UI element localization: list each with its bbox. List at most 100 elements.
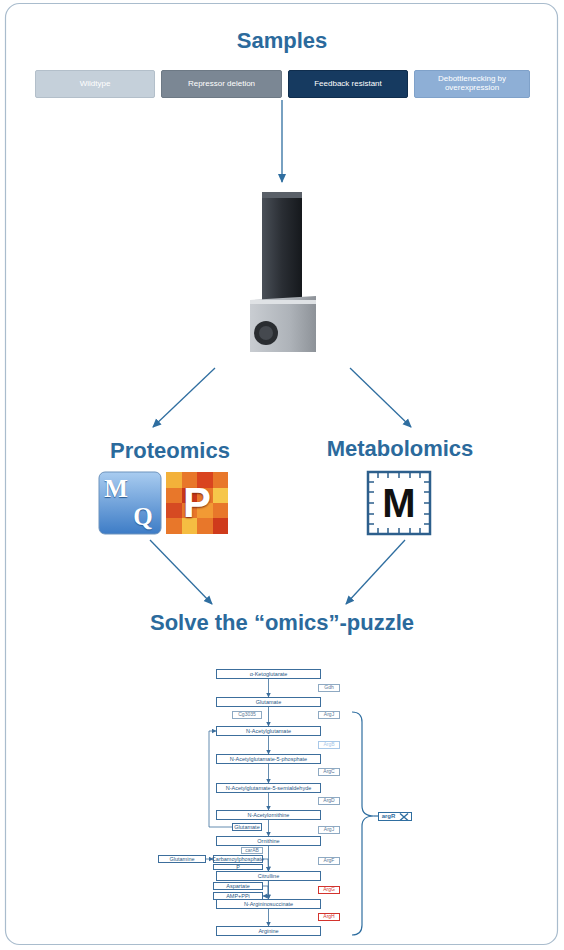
icon-letter: P [166,472,228,534]
regulation-brace [352,712,374,935]
node-text: Glutamate [234,824,259,830]
node-text: carAB [245,848,259,854]
icon-tile [368,472,430,534]
outer-frame [6,4,558,945]
maxquant-icon [99,472,161,534]
node-text: ArgD [323,798,334,804]
perseus-icon [166,472,228,534]
instrument-top [262,192,302,198]
heatmap-cell [213,518,228,534]
metabolite-box: Arginine [216,926,321,936]
pathway-arrow [263,881,268,896]
deletion-cross [400,814,408,821]
icon-ticks [368,472,430,534]
node-text: ArgF [324,858,335,864]
metabolite-box: P [213,864,263,870]
metabolite-box: Glutamate [216,697,321,707]
pathway-arrow [263,886,268,899]
enzyme-box: Cg3035 [232,711,262,719]
node-text: Debottlenecking by overexpression [419,75,525,93]
sample-box: Debottlenecking by overexpression [414,70,530,98]
pathway-arrow [209,731,232,827]
node-text: Glutamine [169,856,194,862]
node-text: ArgH [323,914,334,920]
enzyme-box-overexpressed: ArgH [318,913,340,921]
section-title: Metabolomics [300,434,500,464]
node-text: ArgJ [324,712,334,718]
flow-arrow [150,540,212,604]
node-text: Glutamate [256,699,281,705]
node-text: α-Ketoglutarate [250,671,288,677]
pathway-arrow [263,859,268,871]
flow-arrow [281,100,282,182]
pathway-arrow [268,707,269,726]
node-text: N-Argininosuccinate [244,901,293,907]
node-text: argR [382,813,396,820]
enzyme-box: ArgJ [318,711,340,719]
enzyme-box: ArgF [318,857,340,865]
section-title: Solve the “omics”-puzzle [0,607,564,639]
node-text: Ornithine [257,838,279,844]
node-text: Cg3035 [238,712,256,718]
metabolomics-icon [368,472,430,534]
icon-tile [166,472,228,534]
node-text: ArgC [323,769,334,775]
metabolite-box: N-Argininosuccinate [216,899,321,909]
flow-arrow [153,368,215,427]
node-text: Wildtype [80,80,111,89]
instrument-column [262,192,302,304]
enzyme-box: ArgJ [318,826,340,834]
heatmap-cell [166,503,182,518]
metabolite-box: N-Acetylglutamate-5-phosphate [216,754,321,764]
pathway-arrow [268,881,269,899]
node-text: ArgB [323,742,334,748]
metabolite-box: Glutamine [158,855,206,863]
flow-arrow [346,540,405,604]
pathway-arrow [268,793,269,810]
enzyme-box: ArgC [318,768,340,776]
metabolite-box: α-Ketoglutarate [216,669,321,679]
node-text: Citrulline [258,873,279,879]
node-text: Arginine [258,928,278,934]
metabolite-box: N-Acetylglutamate [216,726,321,736]
node-text: Feedback resistant [314,80,382,89]
section-title: Proteomics [70,436,270,466]
pathway-arrow [268,679,269,697]
heatmap-cell [213,488,228,503]
pathway-arrow [206,859,213,860]
node-text: P [236,864,240,870]
node-text: ArgJ [324,827,334,833]
icon-letter: M [101,474,131,504]
sample-box: Repressor deletion [161,70,282,98]
icon-letter: Q [128,502,158,532]
pathway-arrow [268,736,269,754]
heatmap-cell [166,472,182,488]
instrument-edge [250,300,316,304]
sample-box: Wildtype [35,70,155,98]
enzyme-box: carAB [241,847,263,854]
node-text: Aspartate [226,883,250,889]
instrument-source [254,321,278,345]
metabolite-box: Ornithine [216,836,321,846]
node-text: Gdh [324,685,333,691]
enzyme-box-overexpressed: ArgG [318,886,340,894]
enzyme-box: ArgD [318,797,340,805]
node-text: N-Acetylglutamate-5-phosphate [230,756,307,762]
enzyme-box-feedback-resistant: ArgB [318,741,340,749]
node-text: Carbamoylphosphate [212,856,264,862]
pathway-arrow [268,820,269,836]
instrument-base [250,296,316,352]
section-title: Samples [0,26,564,56]
metabolite-box: N-Acetylornithine [216,810,321,820]
metabolite-box: Citrulline [216,871,321,881]
node-text: N-Acetylornithine [248,812,290,818]
enzyme-box: Gdh [318,684,340,692]
node-text: N-Acetylglutamate-5-semialdehyde [226,785,312,791]
metabolite-box: Aspartate [213,882,263,890]
mass-spectrometer [250,192,316,352]
pathway-arrow [268,846,269,871]
node-text: ArgG [323,887,335,893]
pathway-arrow [268,764,269,783]
icon-letter: M [368,472,430,534]
